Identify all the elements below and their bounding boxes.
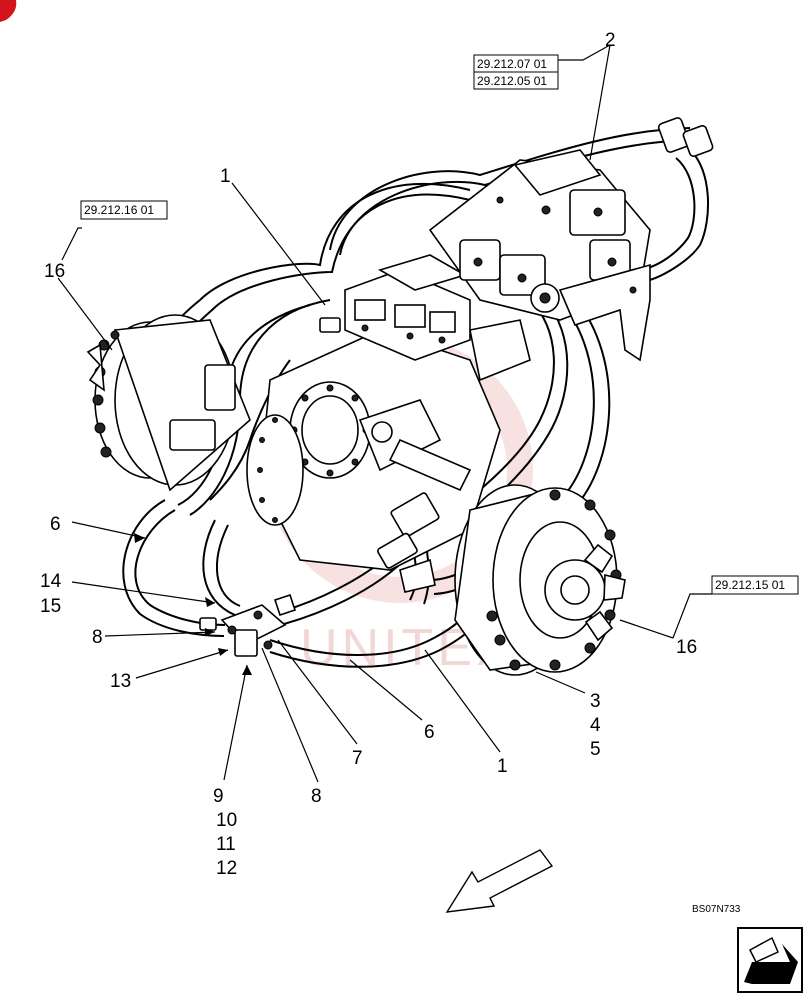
callout-10: 10 <box>216 810 237 831</box>
callout-4: 4 <box>590 715 601 736</box>
ref-29-212-05-01[interactable]: 29.212.05 01 <box>477 74 547 88</box>
tee-block <box>199 593 297 657</box>
callout-16-left: 16 <box>44 261 65 282</box>
hydrostatic-pump <box>428 149 651 362</box>
callout-1-bottom: 1 <box>497 756 508 777</box>
callout-8-bottom: 8 <box>311 786 322 807</box>
callout-15: 15 <box>40 596 61 617</box>
callout-9: 9 <box>213 786 224 807</box>
callout-7: 7 <box>352 748 363 769</box>
central-drive-assembly <box>246 329 501 593</box>
callout-12: 12 <box>216 858 237 879</box>
left-wheel-motor <box>86 314 251 492</box>
leader-lines <box>57 44 712 783</box>
pump-valve-block <box>319 254 531 382</box>
callout-5: 5 <box>590 739 601 760</box>
ref-29-212-16-01[interactable]: 29.212.16 01 <box>84 203 154 217</box>
ref-box-2[interactable]: 29.212.07 01 29.212.05 01 <box>473 54 559 90</box>
callout-3: 3 <box>590 691 601 712</box>
sprocket <box>544 543 626 642</box>
ref-box-16-left[interactable]: 29.212.16 01 <box>80 200 168 220</box>
right-wheel-motor <box>454 484 626 676</box>
callout-8-left: 8 <box>92 627 103 648</box>
ref-29-212-15-01[interactable]: 29.212.15 01 <box>715 578 785 592</box>
drawing-code: BS07N733 <box>692 904 741 915</box>
callout-13: 13 <box>110 671 131 692</box>
red-corner-badge <box>0 0 17 22</box>
ref-box-16-right[interactable]: 29.212.15 01 <box>711 575 799 595</box>
callout-16-right: 16 <box>676 637 697 658</box>
callout-2: 2 <box>605 30 616 51</box>
callout-11: 11 <box>216 834 236 855</box>
next-page-arrow-icon[interactable] <box>737 927 803 993</box>
ref-29-212-07-01[interactable]: 29.212.07 01 <box>477 57 547 71</box>
callout-6-left: 6 <box>50 514 61 535</box>
forward-direction-arrow-icon <box>445 849 554 913</box>
callout-6-bottom: 6 <box>424 722 435 743</box>
callout-14: 14 <box>40 571 62 592</box>
callout-1-top: 1 <box>220 166 231 187</box>
